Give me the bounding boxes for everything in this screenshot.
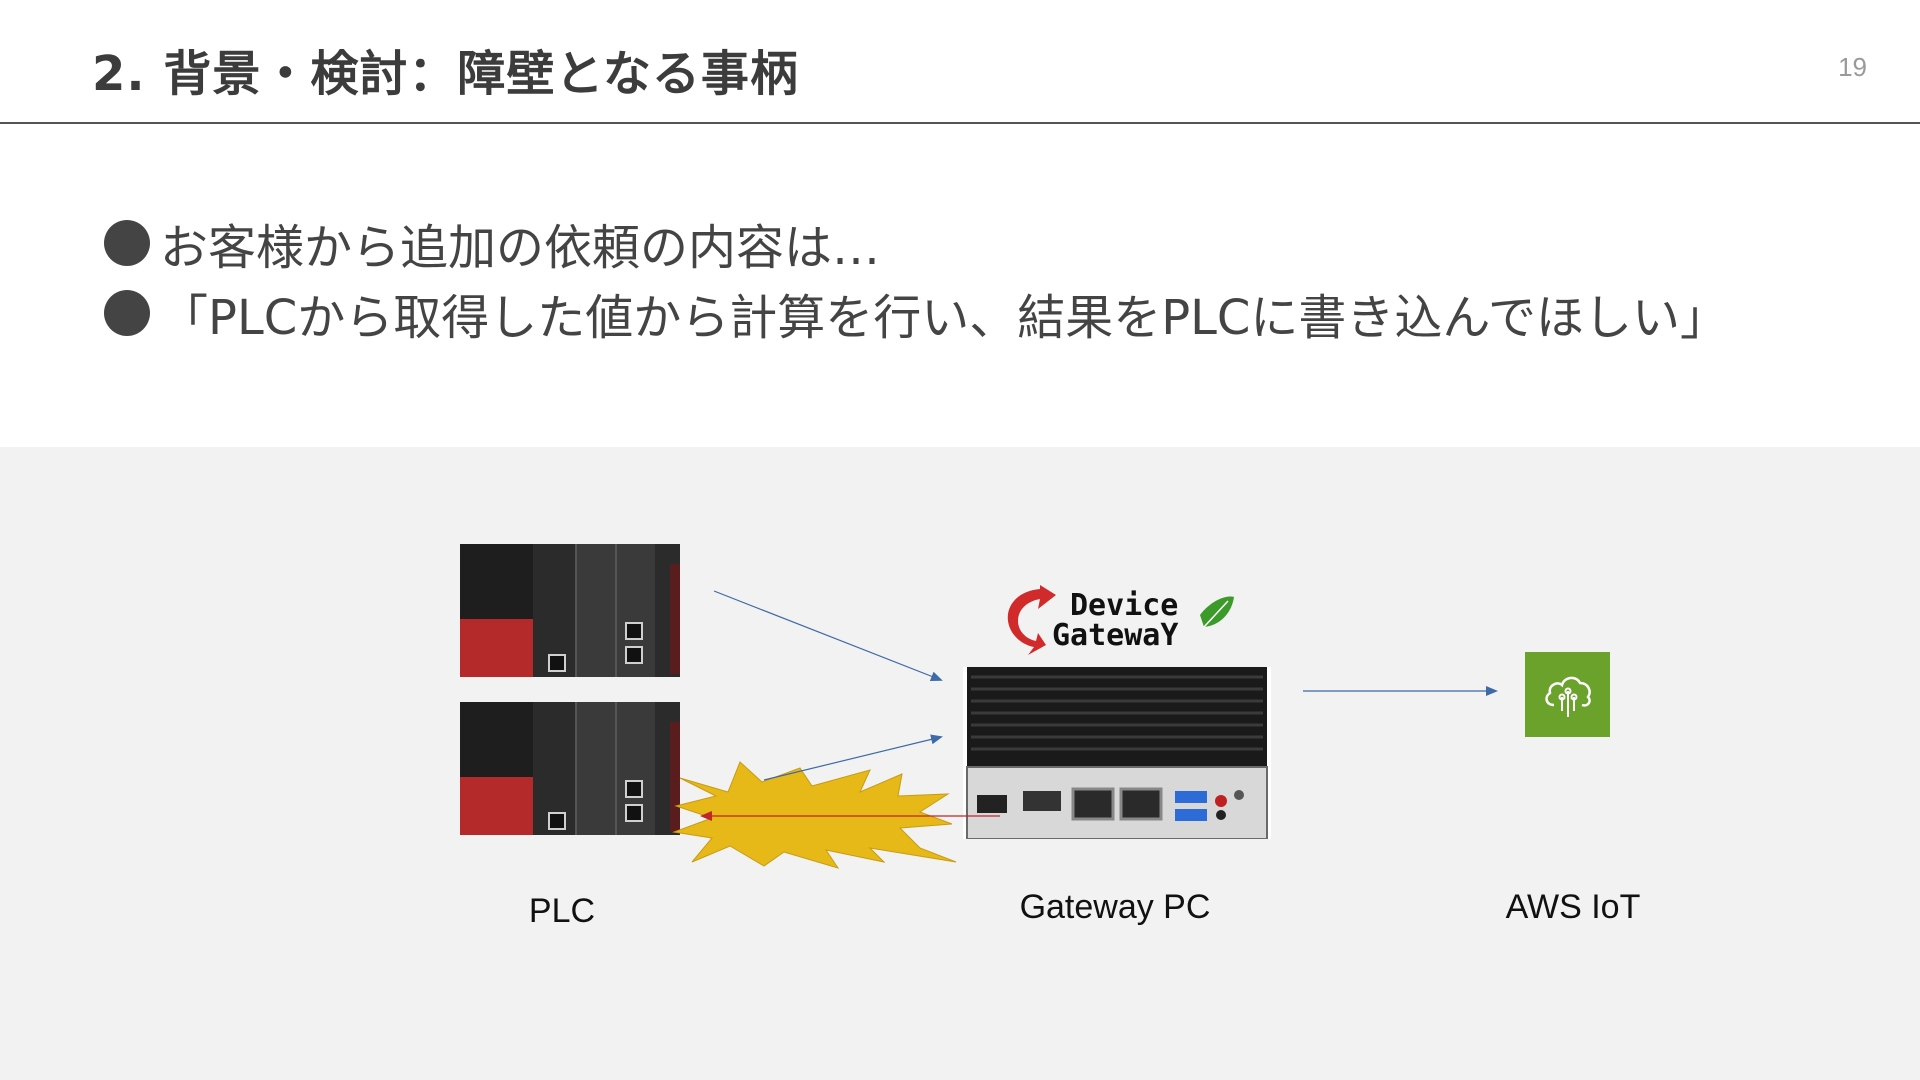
plc-side-strip — [670, 722, 680, 832]
plc-port — [625, 804, 643, 822]
logo-swirl-icon — [1007, 585, 1234, 655]
plc-label: PLC — [528, 892, 596, 930]
plc-device-image — [460, 702, 680, 835]
logo-line-1: Device — [1070, 588, 1179, 623]
bullet-item: お客様から追加の依頼の内容は… — [104, 208, 1728, 278]
plc-module — [575, 702, 615, 835]
plc-red-panel — [460, 777, 533, 835]
aws-iot-label: AWS IoT — [1505, 888, 1641, 926]
plc-port — [625, 622, 643, 640]
gateway-pc-drawing — [963, 667, 1271, 840]
bullet-dot-icon — [104, 290, 150, 336]
bullet-text: お客様から追加の依頼の内容は… — [160, 220, 881, 276]
bullet-list: お客様から追加の依頼の内容は… 「PLCから取得した値から計算を行い、結果をPL… — [104, 208, 1728, 348]
page-number: 19 — [1838, 52, 1867, 82]
plc-cpu-panel — [460, 702, 533, 777]
device-gateway-logo: Device GatewaY — [1000, 585, 1235, 657]
diagram-area — [0, 447, 1920, 1080]
plc-port — [625, 646, 643, 664]
plc-port — [548, 654, 566, 672]
plc-port — [548, 812, 566, 830]
plc-cpu-panel — [460, 544, 533, 619]
bullet-dot-icon — [104, 220, 150, 266]
plc-device-image — [460, 544, 680, 677]
title-divider — [0, 122, 1920, 124]
plc-port — [625, 780, 643, 798]
slide-title: 2. 背景・検討：障壁となる事柄 — [92, 46, 799, 102]
bullet-text: 「PLCから取得した値から計算を行い、結果をPLCに書き込んでほしい」 — [160, 290, 1729, 346]
logo-line-2: GatewaY — [1052, 618, 1179, 653]
plc-red-panel — [460, 619, 533, 677]
aws-iot-cloud-icon — [1525, 652, 1610, 737]
gateway-pc-label: Gateway PC — [1019, 888, 1211, 926]
cloud-chip-icon — [1544, 676, 1591, 717]
gateway-pc-image — [963, 667, 1271, 840]
bullet-item: 「PLCから取得した値から計算を行い、結果をPLCに書き込んでほしい」 — [104, 278, 1728, 348]
plc-module — [575, 544, 615, 677]
plc-side-strip — [670, 564, 680, 674]
